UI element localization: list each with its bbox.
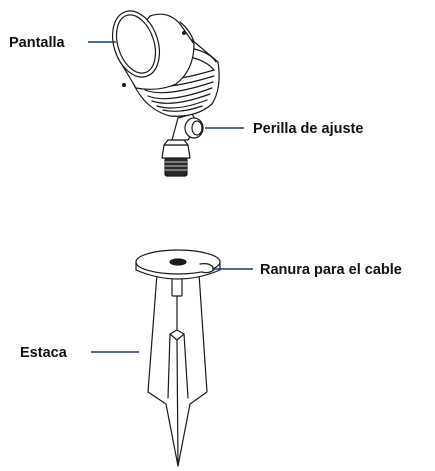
spotlight-illustration [111,10,220,177]
label-shade: Pantalla [9,35,66,51]
label-stake: Estaca [20,345,68,361]
label-cable-slot: Ranura para el cable [260,262,402,278]
threaded-base [161,139,191,177]
cable-slot [199,263,215,274]
adjust-knob [184,117,204,139]
stake-illustration [135,249,221,467]
stake-cap [135,249,221,280]
leader-lines [88,41,253,353]
shade [111,10,195,90]
label-adjust-knob: Perilla de ajuste [253,121,363,137]
